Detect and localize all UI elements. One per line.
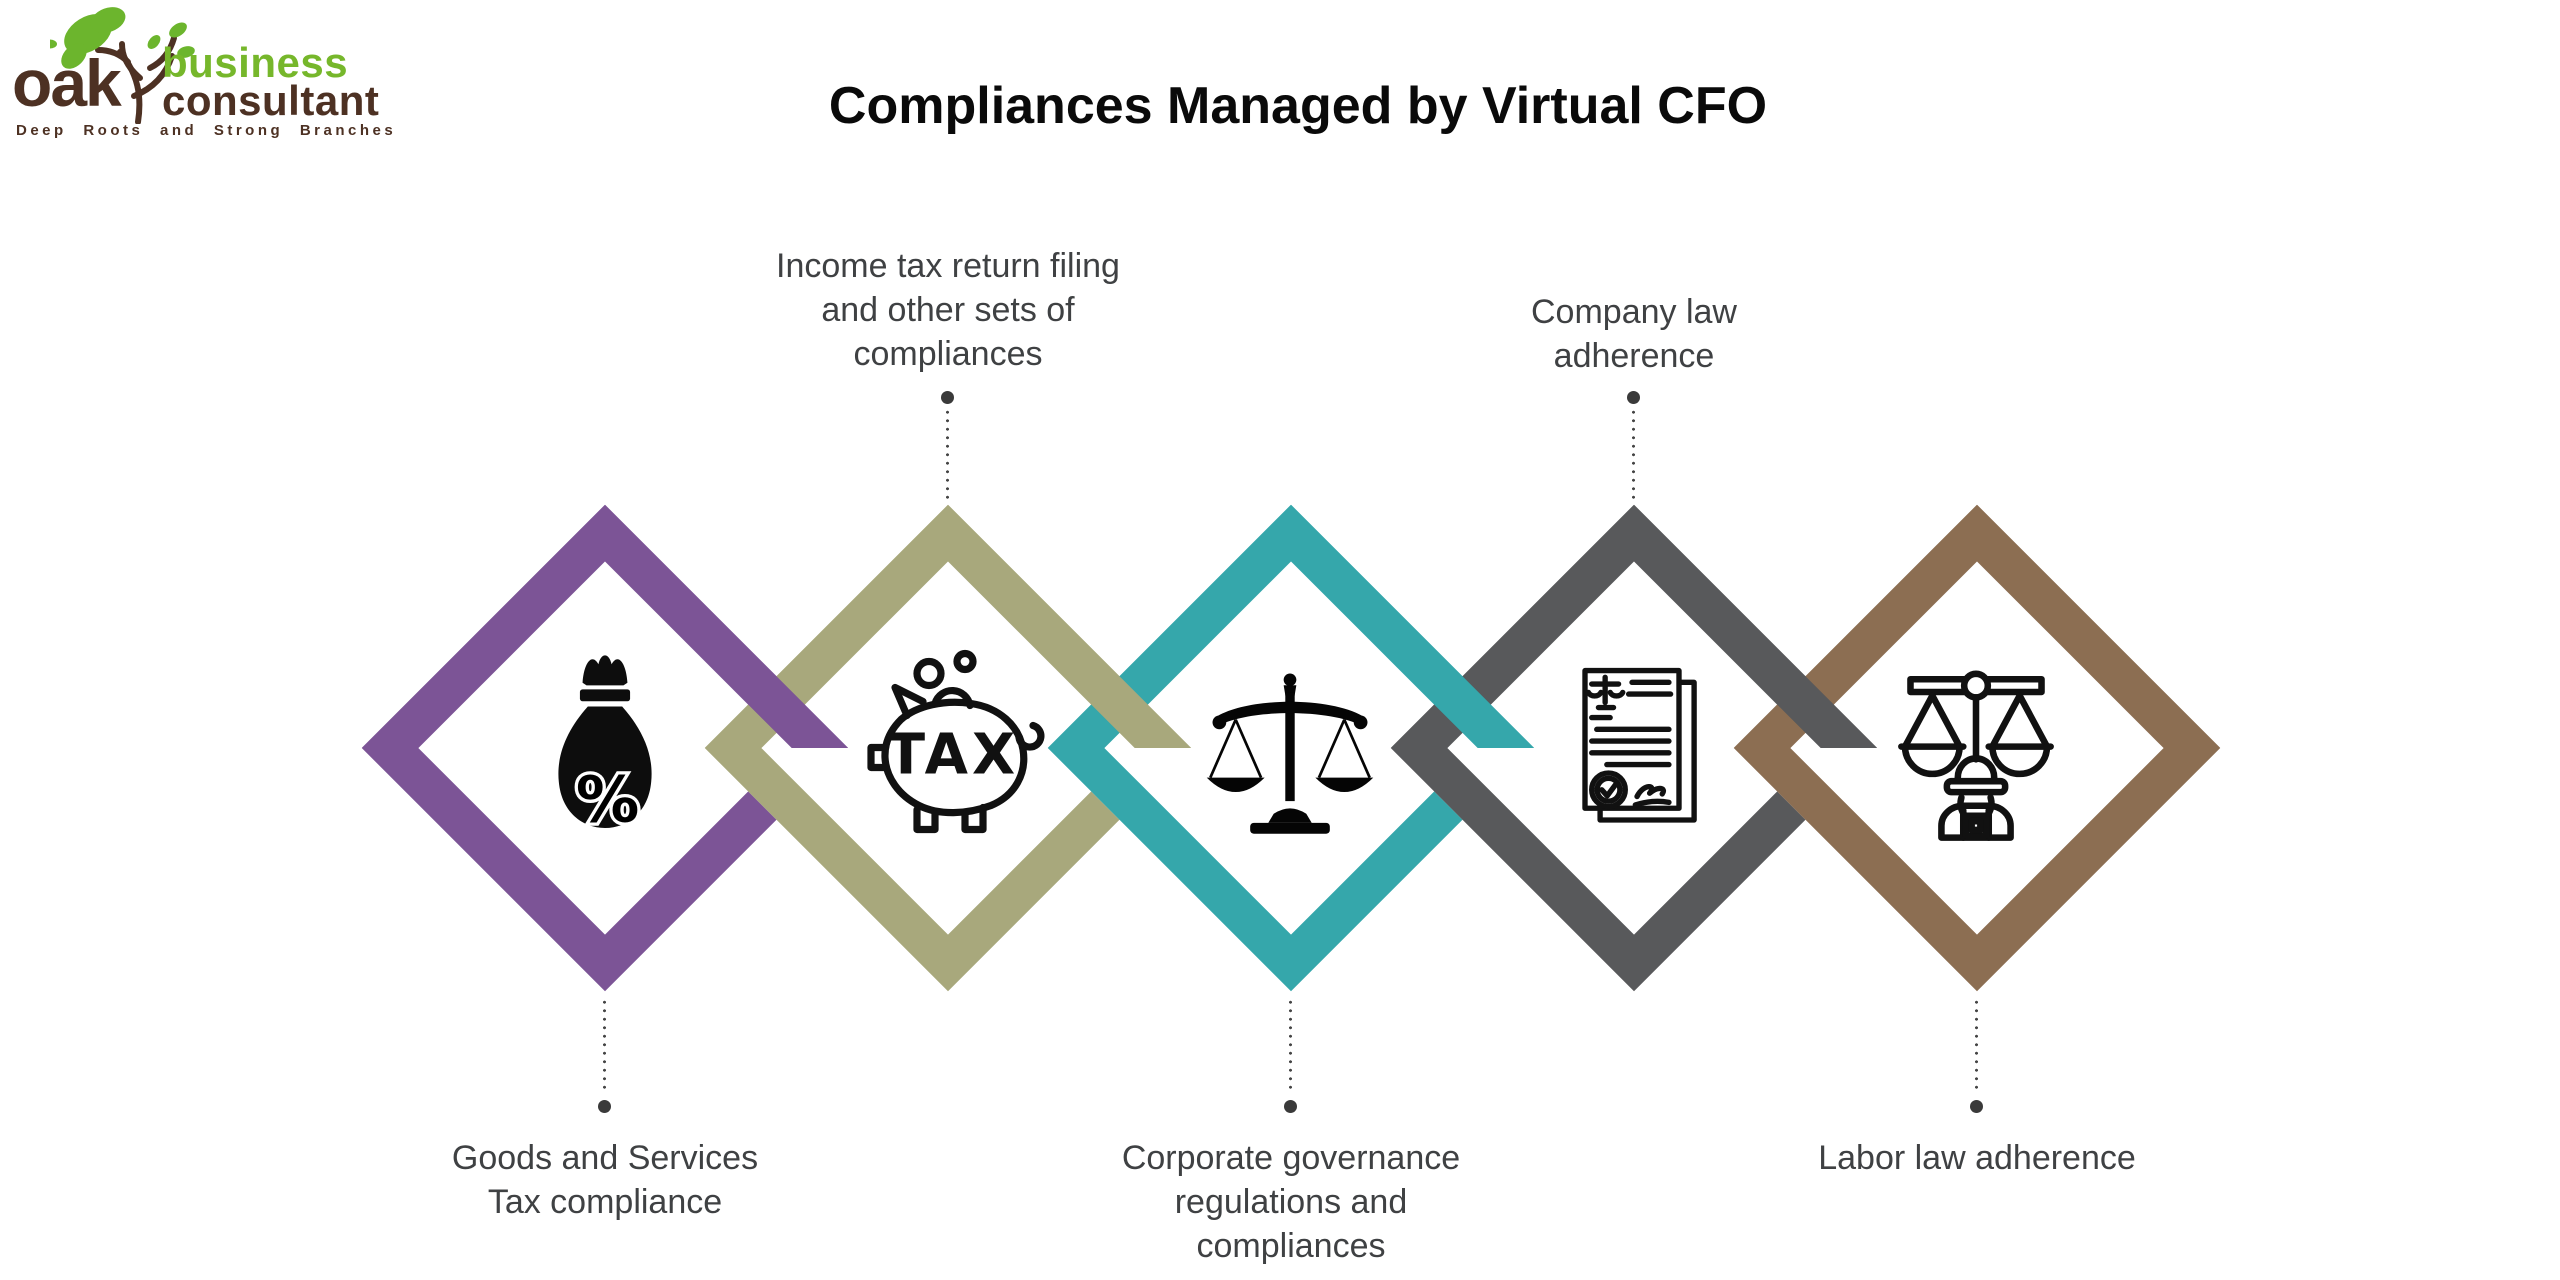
logo-wordmark-oak: oak — [12, 46, 122, 120]
label-gst: Goods and Services Tax compliance — [451, 1139, 759, 1221]
logo-wordmark-business: business — [162, 39, 349, 86]
connector-income-tax-dot — [941, 391, 954, 404]
oak-business-consultant-logo: oak business consultant Deep Roots and S… — [10, 6, 410, 139]
connector-income-tax — [946, 408, 949, 503]
svg-text:%: % — [576, 762, 639, 836]
label-income-tax: Income tax return filing and other sets … — [776, 247, 1120, 373]
connector-corporate-governance-dot — [1284, 1100, 1297, 1113]
legal-document-icon — [1548, 656, 1716, 849]
oak-tree-branch-icon — [50, 7, 195, 124]
connector-labor-law — [1975, 998, 1978, 1094]
labor-scales-worker-icon — [1885, 654, 2067, 847]
logo-wordmark-consultant: consultant — [162, 77, 380, 124]
connector-labor-law-dot — [1970, 1100, 1983, 1113]
money-bag-percent-icon: % — [539, 645, 671, 848]
piggy-bank-tax-icon: TAX — [849, 648, 1049, 849]
page-title: Compliances Managed by Virtual CFO — [828, 77, 1768, 135]
justice-scales-icon — [1199, 664, 1381, 841]
connector-gst-dot — [598, 1100, 611, 1113]
logo-tagline: Deep Roots and Strong Branches — [16, 122, 397, 139]
label-labor-law: Labor law adherence — [1818, 1139, 2136, 1177]
svg-text:TAX: TAX — [887, 723, 1019, 788]
connector-company-law-dot — [1627, 391, 1640, 404]
connector-company-law — [1632, 408, 1635, 503]
label-company-law: Company law adherence — [1531, 293, 1737, 375]
connector-corporate-governance — [1289, 998, 1292, 1094]
label-corporate-governance: Corporate governance regulations and com… — [1121, 1139, 1461, 1265]
connector-gst — [603, 998, 606, 1094]
